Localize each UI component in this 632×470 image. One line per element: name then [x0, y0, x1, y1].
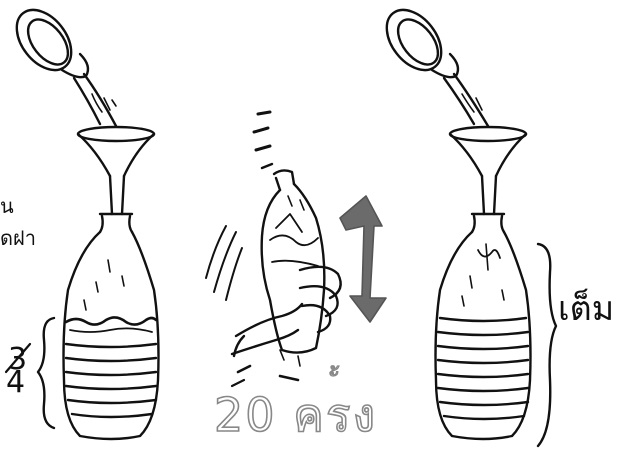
- bottle-three-quarter-icon: [64, 214, 159, 439]
- fraction-denominator: 4: [6, 368, 25, 398]
- full-bracket-icon: [538, 244, 556, 446]
- bottle-full-icon: [436, 214, 531, 439]
- full-label: เต็ม: [558, 292, 614, 326]
- step1-text-top: น: [0, 196, 14, 216]
- funnel-icon: [78, 127, 154, 214]
- step1-text-bottom: ดฝา: [0, 228, 36, 248]
- double-arrow-icon: [340, 196, 386, 322]
- shake-count-label: 20 ครง: [214, 392, 377, 438]
- scoop-pour-icon: [6, 0, 116, 126]
- hand-shaking-bottle-icon: [206, 112, 341, 386]
- funnel-icon: [450, 127, 526, 214]
- scoop-pour-icon: [376, 0, 488, 126]
